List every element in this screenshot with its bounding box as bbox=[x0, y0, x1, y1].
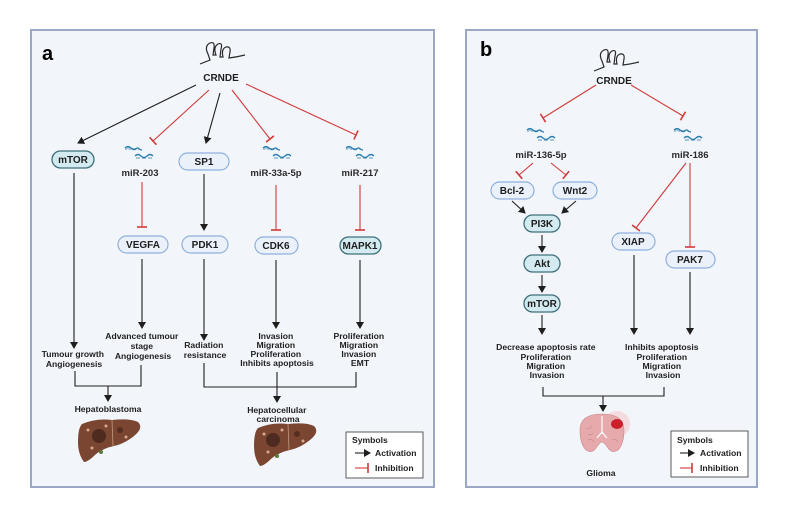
svg-text:miR-136-5p: miR-136-5p bbox=[515, 150, 566, 161]
merge-hcc bbox=[203, 363, 357, 388]
svg-text:Akt: Akt bbox=[534, 259, 551, 270]
node-mapk1: MAPK1 bbox=[339, 236, 382, 255]
lncrna-icon bbox=[199, 41, 246, 65]
mirna-33a-5p: miR-33a-5p bbox=[250, 145, 302, 179]
svg-text:Symbols: Symbols bbox=[677, 435, 713, 445]
svg-text:PDK1: PDK1 bbox=[192, 240, 219, 251]
svg-text:XIAP: XIAP bbox=[621, 237, 645, 248]
node-bcl2: Bcl-2 bbox=[490, 181, 535, 200]
node-pak7: PAK7 bbox=[665, 250, 716, 269]
panel-b-label: b bbox=[480, 39, 492, 61]
outcome-b-0: Decrease apoptosis rate Proliferation Mi… bbox=[496, 342, 598, 380]
mirna-217: miR-217 bbox=[342, 145, 379, 179]
svg-text:Inhibition: Inhibition bbox=[700, 463, 739, 473]
edge-crnde-mir33a bbox=[231, 89, 275, 143]
svg-text:SP1: SP1 bbox=[195, 157, 214, 168]
mirna-icon bbox=[526, 127, 556, 142]
node-mtor-a: mTOR bbox=[51, 150, 95, 169]
panel-a-label: a bbox=[42, 43, 54, 65]
svg-text:Wnt2: Wnt2 bbox=[563, 186, 588, 197]
edge-wnt2-pi3k bbox=[561, 200, 577, 214]
outcome-a-3: Invasion Migration Proliferation Inhibit… bbox=[240, 331, 314, 368]
svg-text:miR-217: miR-217 bbox=[342, 168, 379, 179]
outcome-a-0: Tumour growth Angiogenesis bbox=[42, 349, 107, 369]
node-wnt2: Wnt2 bbox=[552, 181, 598, 200]
crnde-a: CRNDE bbox=[199, 41, 246, 84]
edge-mir186-xiap bbox=[631, 162, 687, 232]
disease-hcc: Hepatocellular carcinoma bbox=[247, 405, 309, 424]
edge-crnde-mtor bbox=[77, 84, 197, 144]
svg-text:PAK7: PAK7 bbox=[677, 255, 703, 266]
svg-text:PI3K: PI3K bbox=[531, 219, 554, 230]
node-sp1: SP1 bbox=[178, 152, 230, 171]
panel-a bbox=[30, 29, 435, 488]
lncrna-icon bbox=[593, 48, 640, 72]
disease-hepatoblastoma: Hepatoblastoma bbox=[75, 404, 142, 414]
node-akt: Akt bbox=[523, 254, 561, 273]
node-vegfa: VEGFA bbox=[117, 235, 169, 254]
brain-icon-glioma bbox=[579, 411, 630, 452]
mirna-186: miR-186 bbox=[672, 127, 709, 161]
outcome-b-1: Inhibits apoptosis Proliferation Migrati… bbox=[625, 342, 701, 380]
edge-crnde-sp1 bbox=[203, 92, 221, 144]
svg-text:Bcl-2: Bcl-2 bbox=[500, 186, 525, 197]
svg-text:Symbols: Symbols bbox=[352, 435, 388, 445]
mirna-icon bbox=[262, 145, 292, 160]
merge-glioma bbox=[542, 387, 665, 397]
node-xiap: XIAP bbox=[611, 232, 656, 251]
edge-crnde-mir217 bbox=[245, 83, 359, 140]
svg-text:miR-33a-5p: miR-33a-5p bbox=[250, 168, 301, 179]
node-mtor-b: mTOR bbox=[523, 294, 561, 313]
svg-text:mTOR: mTOR bbox=[527, 299, 558, 310]
svg-text:VEGFA: VEGFA bbox=[126, 240, 160, 251]
edge-bcl2-pi3k bbox=[511, 200, 526, 214]
edge-crnde-mir186 bbox=[630, 84, 687, 121]
liver-icon-hcc bbox=[254, 423, 317, 466]
outcome-a-2: Radiation resistance bbox=[184, 340, 227, 360]
disease-glioma: Glioma bbox=[586, 468, 615, 478]
svg-text:mTOR: mTOR bbox=[58, 155, 89, 166]
svg-text:Activation: Activation bbox=[375, 448, 417, 458]
mirna-icon bbox=[673, 127, 703, 142]
mirna-136-5p: miR-136-5p bbox=[515, 127, 567, 161]
svg-text:CDK6: CDK6 bbox=[262, 241, 290, 252]
crnde-a-label: CRNDE bbox=[203, 73, 239, 84]
liver-icon-hepatoblastoma bbox=[78, 419, 141, 462]
node-cdk6: CDK6 bbox=[254, 236, 299, 255]
mirna-icon bbox=[124, 145, 154, 160]
svg-text:miR-203: miR-203 bbox=[122, 168, 159, 179]
node-pdk1: PDK1 bbox=[181, 235, 229, 254]
svg-text:Inhibition: Inhibition bbox=[375, 463, 414, 473]
outcome-a-1: Advanced tumour stage Angiogenesis bbox=[105, 331, 180, 361]
edge-mir136-wnt2 bbox=[550, 162, 570, 180]
svg-text:miR-186: miR-186 bbox=[672, 150, 709, 161]
node-pi3k: PI3K bbox=[523, 214, 561, 233]
legend-a: Symbols Activation Inhibition bbox=[345, 431, 424, 479]
edge-crnde-mir136 bbox=[539, 84, 597, 123]
outcome-a-4: Proliferation Migration Invasion EMT bbox=[333, 331, 386, 368]
edge-mir136-bcl2 bbox=[515, 162, 534, 180]
crnde-b: CRNDE bbox=[593, 48, 640, 87]
svg-text:MAPK1: MAPK1 bbox=[342, 241, 377, 252]
legend-b: Symbols Activation Inhibition bbox=[670, 430, 749, 478]
edge-crnde-mir203 bbox=[149, 89, 210, 146]
mirna-203: miR-203 bbox=[122, 145, 159, 179]
svg-text:Activation: Activation bbox=[700, 448, 742, 458]
svg-text:CRNDE: CRNDE bbox=[596, 76, 632, 87]
mirna-icon bbox=[345, 145, 375, 160]
